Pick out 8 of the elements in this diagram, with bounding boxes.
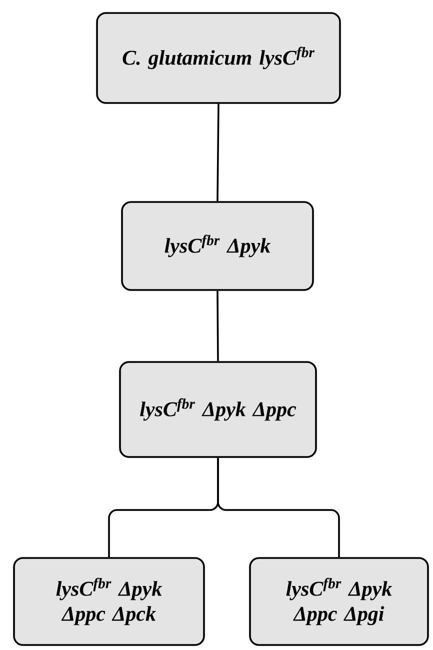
strain-box: C. glutamicum lysC$^{fbr}$ (96, 12, 341, 104)
strain-box: lysC$^{fbr}$ Δpyk Δppc Δpck (13, 557, 205, 646)
connector-line (217, 458, 340, 558)
strain-box: lysC$^{fbr}$ Δpyk Δppc Δpgi (249, 557, 429, 646)
connector-line (216, 290, 219, 362)
strain-box: lysC$^{fbr}$ Δpyk Δppc (119, 361, 317, 458)
connector-line (216, 104, 220, 202)
strain-box: lysC$^{fbr}$ Δpyk (121, 201, 314, 291)
